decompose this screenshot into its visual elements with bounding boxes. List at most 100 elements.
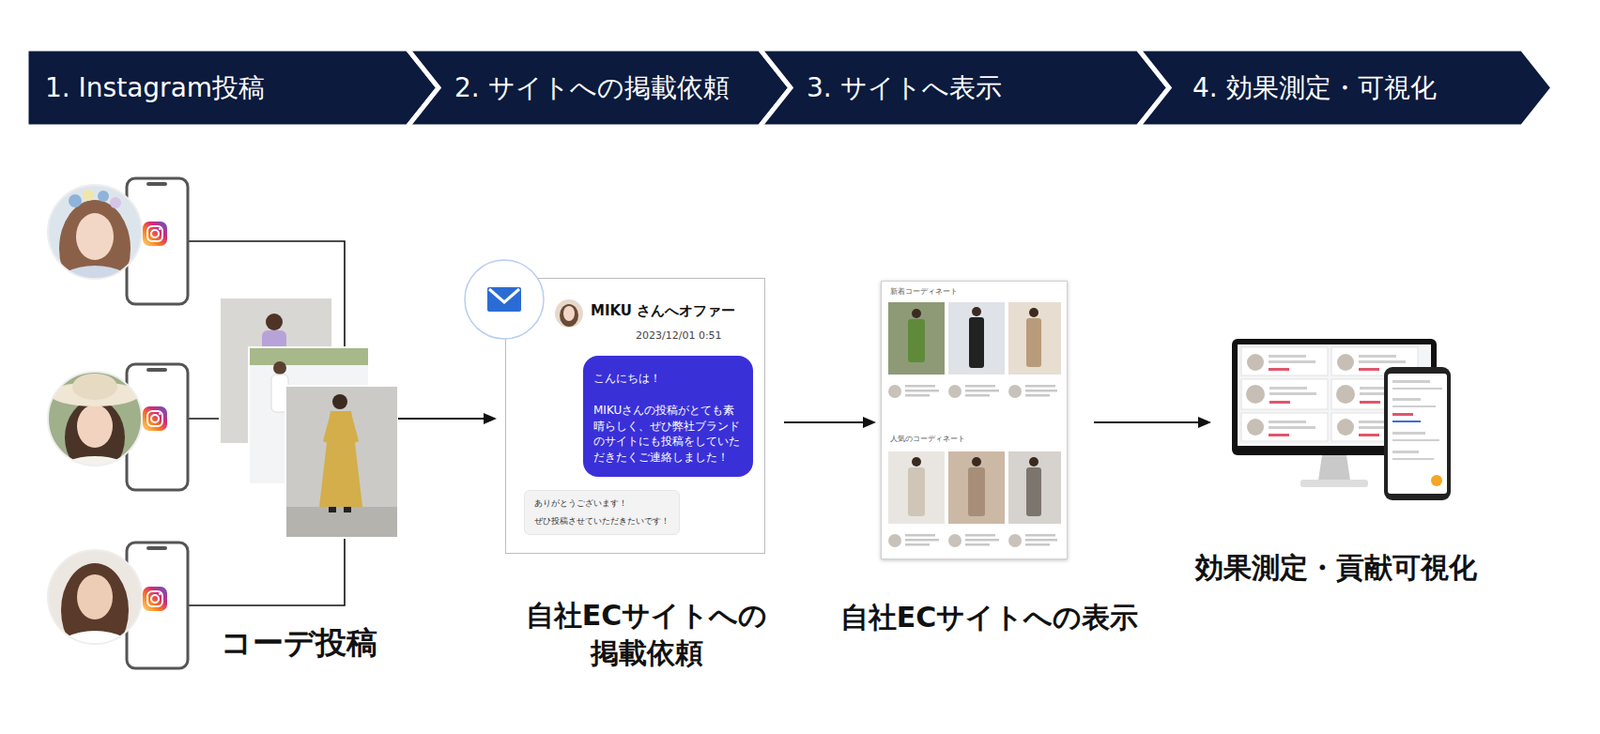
outfit-photo	[273, 361, 287, 375]
outfit-photo	[219, 297, 399, 539]
dashboard-monitor	[1268, 420, 1307, 424]
dashboard-figure: 効果測定・貢献可視化	[1216, 333, 1456, 508]
outfit-photo	[332, 394, 348, 410]
caption-text: 自社ECサイトへの表示	[840, 599, 1139, 637]
site-photo-grid	[965, 538, 1000, 542]
mail-icon	[487, 287, 522, 312]
instagram-icon	[142, 406, 168, 431]
site-photo-grid	[1026, 318, 1042, 368]
outfit-photo	[323, 413, 335, 444]
influencer-avatar	[59, 200, 131, 298]
influencer-avatar	[47, 371, 142, 491]
phone-icon	[146, 546, 168, 551]
site-photo-grid	[888, 451, 945, 524]
dashboard-phone	[1392, 413, 1414, 416]
dashboard-phone	[1392, 387, 1443, 390]
influencer-avatar	[82, 189, 94, 201]
site-photo-grid	[907, 467, 925, 517]
chevron-shape	[759, 48, 1170, 127]
dashboard-monitor	[1241, 379, 1328, 410]
site-photo-grid	[880, 280, 1068, 560]
arrow-head	[483, 413, 497, 425]
influencer-avatar	[47, 371, 142, 466]
node-text: MIKUさんの投稿がとても素晴らしく、ぜひ弊社ブランドのサイトにも投稿をしていた…	[593, 402, 743, 466]
dashboard-phone	[1392, 380, 1443, 461]
outfit-photo	[265, 313, 283, 331]
caption-text: コーデ投稿	[220, 624, 378, 662]
dashboard-monitor	[1269, 400, 1291, 404]
message-bubble: こんにちは！ MIKUさんの投稿がとても素晴らしく、ぜひ弊社ブランドのサイトにも投…	[583, 355, 754, 477]
dashboard-monitor	[1358, 354, 1397, 358]
site-photo-grid	[1025, 543, 1050, 547]
dashboard-phone	[1392, 439, 1440, 442]
dashboard-phone	[1392, 405, 1436, 408]
reply-bubble: ありがとうございます！ぜひ投稿させていただきたいです！	[523, 490, 680, 536]
dashboard-monitor	[1246, 353, 1264, 371]
arrow-line	[398, 417, 485, 420]
influencer-avatar	[76, 213, 114, 261]
step-chevron: 3. サイトへ表示	[759, 48, 1170, 127]
dashboard-monitor	[1358, 360, 1406, 364]
mail-icon	[559, 304, 579, 327]
dashboard-monitor	[1318, 455, 1351, 481]
flow-arrow	[1093, 416, 1212, 429]
dashboard-monitor	[1241, 413, 1328, 442]
site-photo-grid	[969, 317, 985, 369]
site-photo-grid	[905, 534, 1058, 547]
outfit-photo	[286, 507, 398, 538]
site-photo-grid	[888, 534, 902, 548]
dashboard-monitor	[1268, 426, 1316, 430]
mail-icon	[554, 299, 584, 328]
dashboard-phone	[1392, 398, 1421, 401]
site-photo-grid	[968, 467, 985, 517]
caption-text: 効果測定・貢献可視化	[1195, 549, 1477, 587]
dashboard-phone	[1392, 420, 1421, 423]
site-photo-grid	[1008, 534, 1022, 548]
site-photo-grid	[965, 543, 990, 547]
site-photo-grid	[965, 389, 1000, 393]
site-photo-grid	[1029, 457, 1039, 467]
node-text: 1. Instagram投稿	[45, 72, 265, 105]
site-photo-grid	[948, 534, 962, 548]
dashboard-monitor	[1336, 384, 1355, 404]
step-chevron: 2. サイトへの掲載依頼	[407, 48, 791, 127]
dashboard-monitor	[1241, 347, 1328, 376]
dashboard-monitor	[1246, 384, 1265, 404]
chevron-shape	[1138, 48, 1554, 127]
mail-icon	[463, 236, 596, 345]
influencer-avatar	[47, 184, 142, 673]
site-photo-grid	[888, 302, 945, 375]
node-text: 2. サイトへの掲載依頼	[454, 72, 730, 105]
site-photo-grid	[905, 543, 930, 547]
site-photo-grid	[1008, 302, 1062, 375]
instagram-icon	[142, 586, 168, 612]
node-text: 人気のコーディネート	[890, 434, 966, 445]
site-photo-grid	[905, 384, 936, 388]
site-photo-grid	[1025, 389, 1058, 393]
site-photo-grid	[1025, 534, 1056, 538]
influencer-lines	[187, 417, 220, 420]
phone-icon	[146, 368, 168, 372]
node-text: MIKU さんへオファー	[590, 302, 736, 320]
influencer-lines	[187, 538, 345, 606]
dashboard-monitor	[1337, 418, 1354, 436]
arrow-head	[1198, 416, 1212, 429]
site-photo-grid	[905, 534, 936, 538]
node-text: ありがとうございます！	[534, 498, 670, 510]
influencer-avatar	[47, 184, 142, 279]
influencer-avatar	[47, 550, 142, 645]
photo-stack: コーデ投稿	[219, 297, 399, 539]
dashboard-monitor	[1337, 353, 1354, 371]
node-text: 新着コーディネート	[890, 287, 958, 297]
flow-arrow	[784, 416, 877, 429]
site-photo-grid	[1008, 384, 1022, 399]
site-photo-grid	[1008, 451, 1062, 524]
dashboard-monitor	[1269, 392, 1317, 396]
arrow-head	[862, 416, 877, 429]
influencer-avatar	[68, 194, 82, 208]
dashboard-phone	[1430, 475, 1443, 487]
site-photo-grid	[1025, 384, 1056, 388]
site-photo-grid	[907, 319, 925, 363]
outfit-photo	[343, 507, 352, 513]
node-text: こんにちは！	[593, 370, 743, 387]
